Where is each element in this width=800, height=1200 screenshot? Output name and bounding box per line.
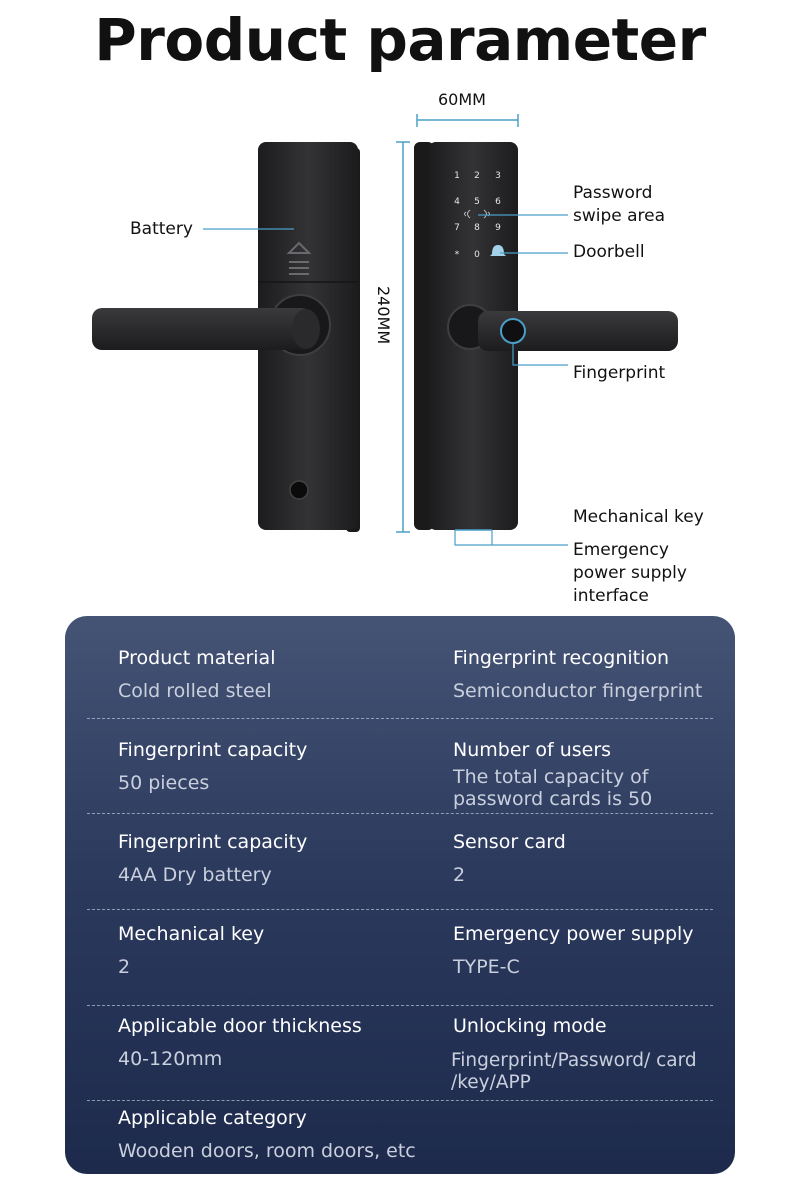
row-divider xyxy=(87,1005,713,1006)
height-dimension-label: 240MM xyxy=(374,286,393,345)
spec-label: Mechanical key xyxy=(118,923,265,945)
spec-row: Product material Cold rolled steel Finge… xyxy=(65,616,735,708)
product-diagram: 1 2 3 4 5 6 7 8 9 * 0 xyxy=(92,90,704,606)
keypad-key-4: 4 xyxy=(454,197,460,207)
spec-value: 2 xyxy=(453,864,466,886)
row-divider xyxy=(87,813,713,814)
spec-value: TYPE-C xyxy=(453,956,520,978)
callout-emergency-line2: power supply xyxy=(573,563,687,583)
spec-row: Applicable door thickness 40-120mm Unloc… xyxy=(65,984,735,1093)
keypad-key-0: 0 xyxy=(474,250,480,260)
spec-row: Mechanical key 2 Emergency power supply … xyxy=(65,892,735,984)
spec-row: Applicable category Wooden doors, room d… xyxy=(65,1076,735,1168)
spec-value: Wooden doors, room doors, etc xyxy=(118,1140,416,1162)
spec-label: Applicable door thickness xyxy=(118,1015,362,1037)
row-divider xyxy=(87,718,713,719)
spec-label: Fingerprint capacity xyxy=(118,739,308,761)
spec-value-line1: The total capacity of xyxy=(453,766,649,788)
keypad-key-star: * xyxy=(455,250,460,260)
keypad-key-2: 2 xyxy=(474,171,480,181)
row-divider xyxy=(87,909,713,910)
callout-password-line1: Password xyxy=(573,183,653,203)
callout-doorbell: Doorbell xyxy=(573,242,645,262)
spec-value: 50 pieces xyxy=(118,772,210,794)
callout-lines xyxy=(203,214,568,546)
callout-mechanical-key: Mechanical key xyxy=(573,507,704,527)
spec-label: Fingerprint capacity xyxy=(118,831,308,853)
spec-value: 40-120mm xyxy=(118,1048,223,1070)
keypad-key-7: 7 xyxy=(454,223,460,233)
spec-value-line2: password cards is 50 xyxy=(453,788,653,810)
front-lock-panel xyxy=(414,142,678,531)
keypad-key-3: 3 xyxy=(495,171,501,181)
spec-value-line1: Fingerprint/Password/ card xyxy=(451,1050,697,1071)
dimension-lines xyxy=(396,114,519,533)
spec-value: 2 xyxy=(118,956,131,978)
callout-emergency-line3: interface xyxy=(573,586,649,606)
spec-label: Product material xyxy=(118,647,276,669)
page-title: Product parameter xyxy=(94,6,706,74)
spec-label: Sensor card xyxy=(453,831,566,853)
spec-panel: Product material Cold rolled steel Finge… xyxy=(65,616,735,1174)
callout-password-line2: swipe area xyxy=(573,206,666,226)
spec-label: Fingerprint recognition xyxy=(453,647,670,669)
spec-label: Applicable category xyxy=(118,1107,307,1129)
callout-battery: Battery xyxy=(130,219,193,239)
keypad-key-1: 1 xyxy=(454,171,460,181)
spec-value: Cold rolled steel xyxy=(118,680,272,702)
spec-value: 4AA Dry battery xyxy=(118,864,272,886)
spec-label: Emergency power supply xyxy=(453,923,694,945)
keypad-key-8: 8 xyxy=(474,223,480,233)
callout-emergency-line1: Emergency xyxy=(573,540,669,560)
callout-fingerprint: Fingerprint xyxy=(573,363,666,383)
keypad-key-6: 6 xyxy=(495,197,501,207)
spec-row: Fingerprint capacity 50 pieces Number of… xyxy=(65,708,735,810)
back-lock-panel xyxy=(92,142,360,532)
keypad-key-5: 5 xyxy=(474,197,480,207)
spec-label: Unlocking mode xyxy=(453,1015,607,1037)
keypad-key-9: 9 xyxy=(495,223,501,233)
keypad: 1 2 3 4 5 6 7 8 9 * 0 xyxy=(454,171,501,260)
width-dimension-label: 60MM xyxy=(438,90,486,109)
row-divider xyxy=(87,1100,713,1101)
spec-value-line2: /key/APP xyxy=(451,1072,531,1093)
lock-illustration: 1 2 3 4 5 6 7 8 9 * 0 xyxy=(92,114,678,546)
spec-label: Number of users xyxy=(453,739,612,761)
spec-value: Semiconductor fingerprint xyxy=(453,680,703,702)
spec-row: Fingerprint capacity 4AA Dry battery Sen… xyxy=(65,800,735,892)
